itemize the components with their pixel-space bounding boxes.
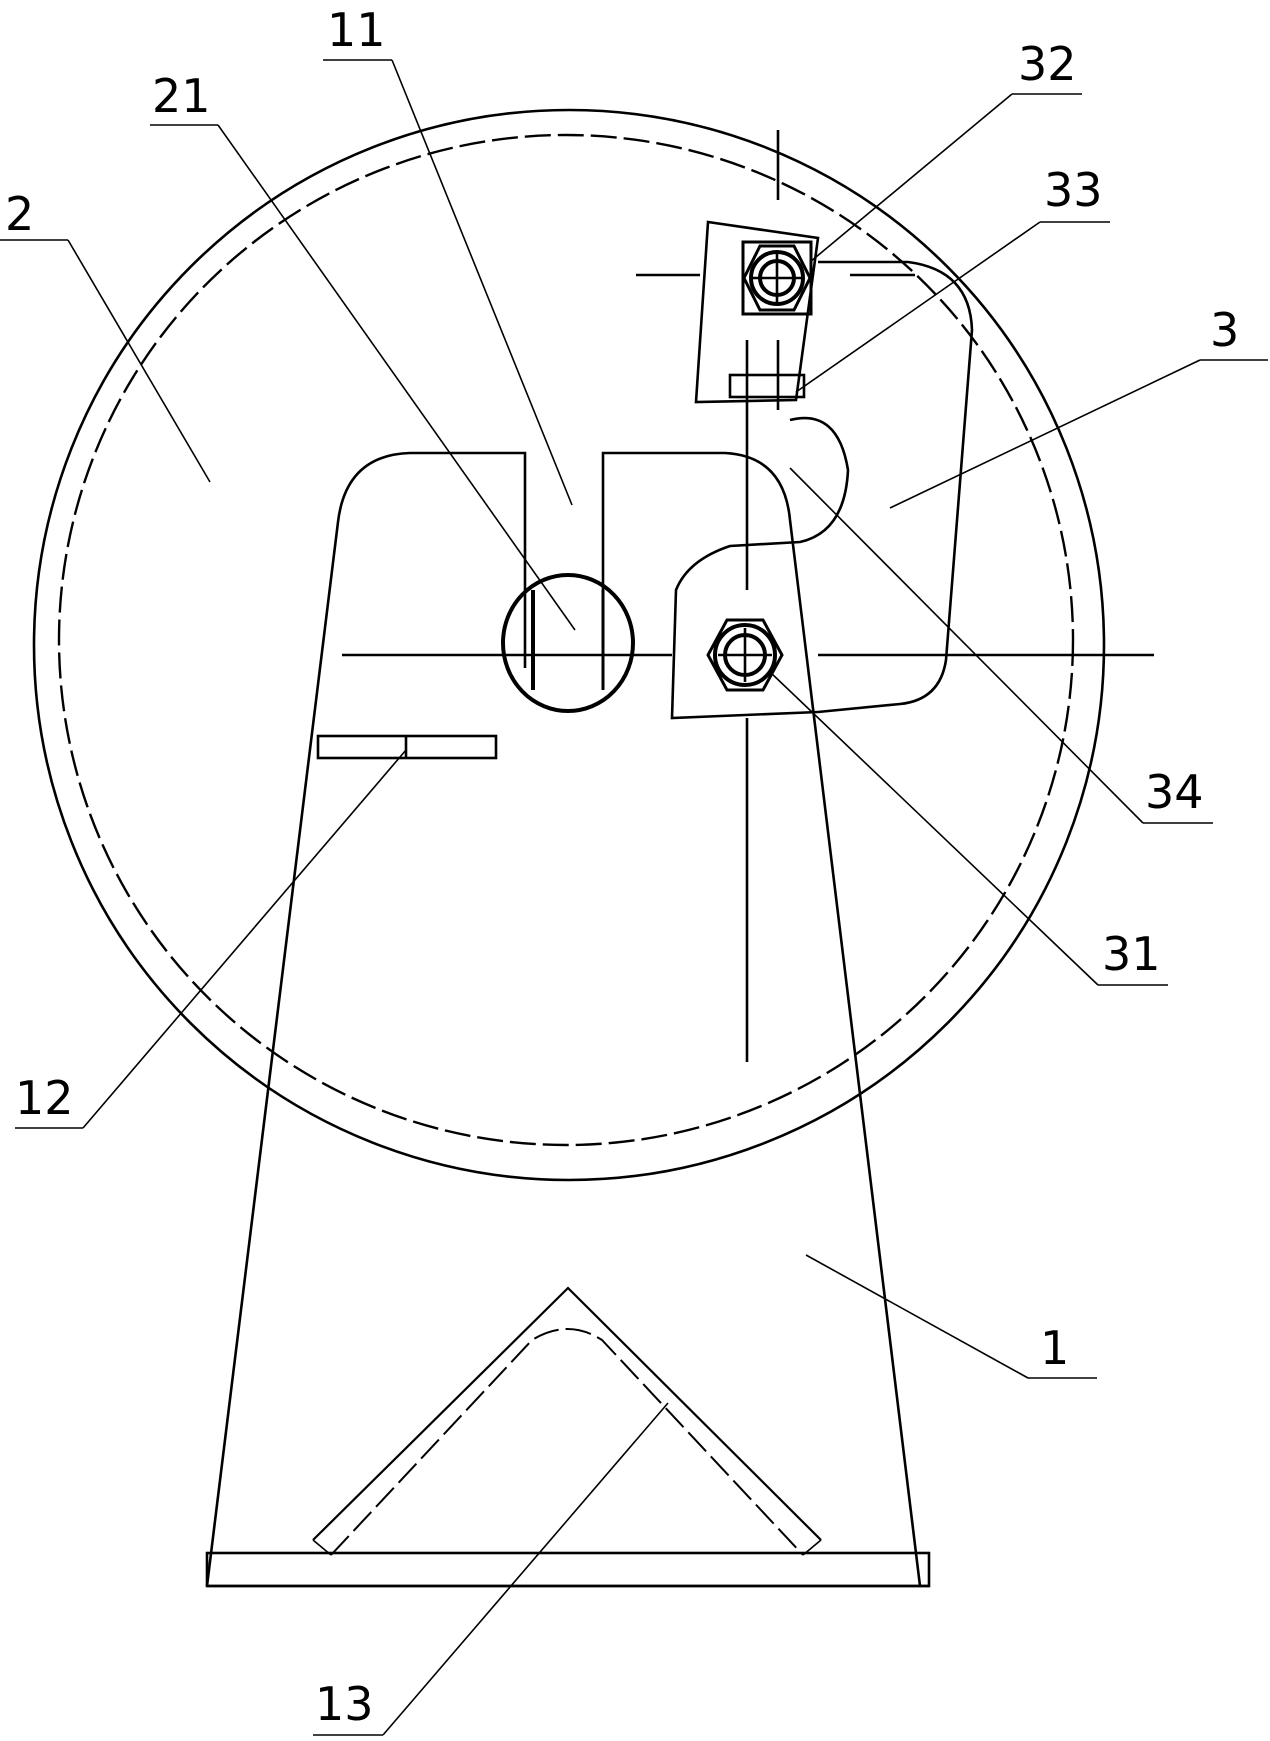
label-31: 31 [1102, 927, 1161, 981]
arm-3-outline [817, 260, 974, 714]
chevron-13-outer [312, 1286, 822, 1541]
main-body-outline [205, 451, 922, 1587]
label-32: 32 [1018, 37, 1077, 91]
chevron-13-right-end [802, 1539, 822, 1556]
chevron-13-inner [330, 1328, 804, 1556]
leader-lines [0, 59, 1268, 1736]
label-13: 13 [315, 1677, 374, 1731]
label-12: 12 [15, 1071, 74, 1125]
outer-disk-circle [32, 108, 1106, 1182]
label-33: 33 [1044, 163, 1103, 217]
label-3: 3 [1210, 303, 1239, 357]
label-11: 11 [327, 3, 386, 57]
base-plate [205, 1551, 931, 1588]
pin-circle-21 [501, 573, 635, 713]
label-1: 1 [1040, 1321, 1069, 1375]
block-33 [728, 373, 806, 399]
bolt-31 [706, 618, 784, 692]
label-34: 34 [1145, 765, 1204, 819]
inner-dashed-circle [57, 133, 1075, 1147]
label-2: 2 [5, 187, 34, 241]
lobe-34 [670, 416, 850, 720]
chevron-13-left-end [312, 1539, 332, 1556]
bolt-32 [741, 240, 813, 316]
upper-bracket [694, 220, 820, 404]
label-21: 21 [152, 69, 211, 123]
